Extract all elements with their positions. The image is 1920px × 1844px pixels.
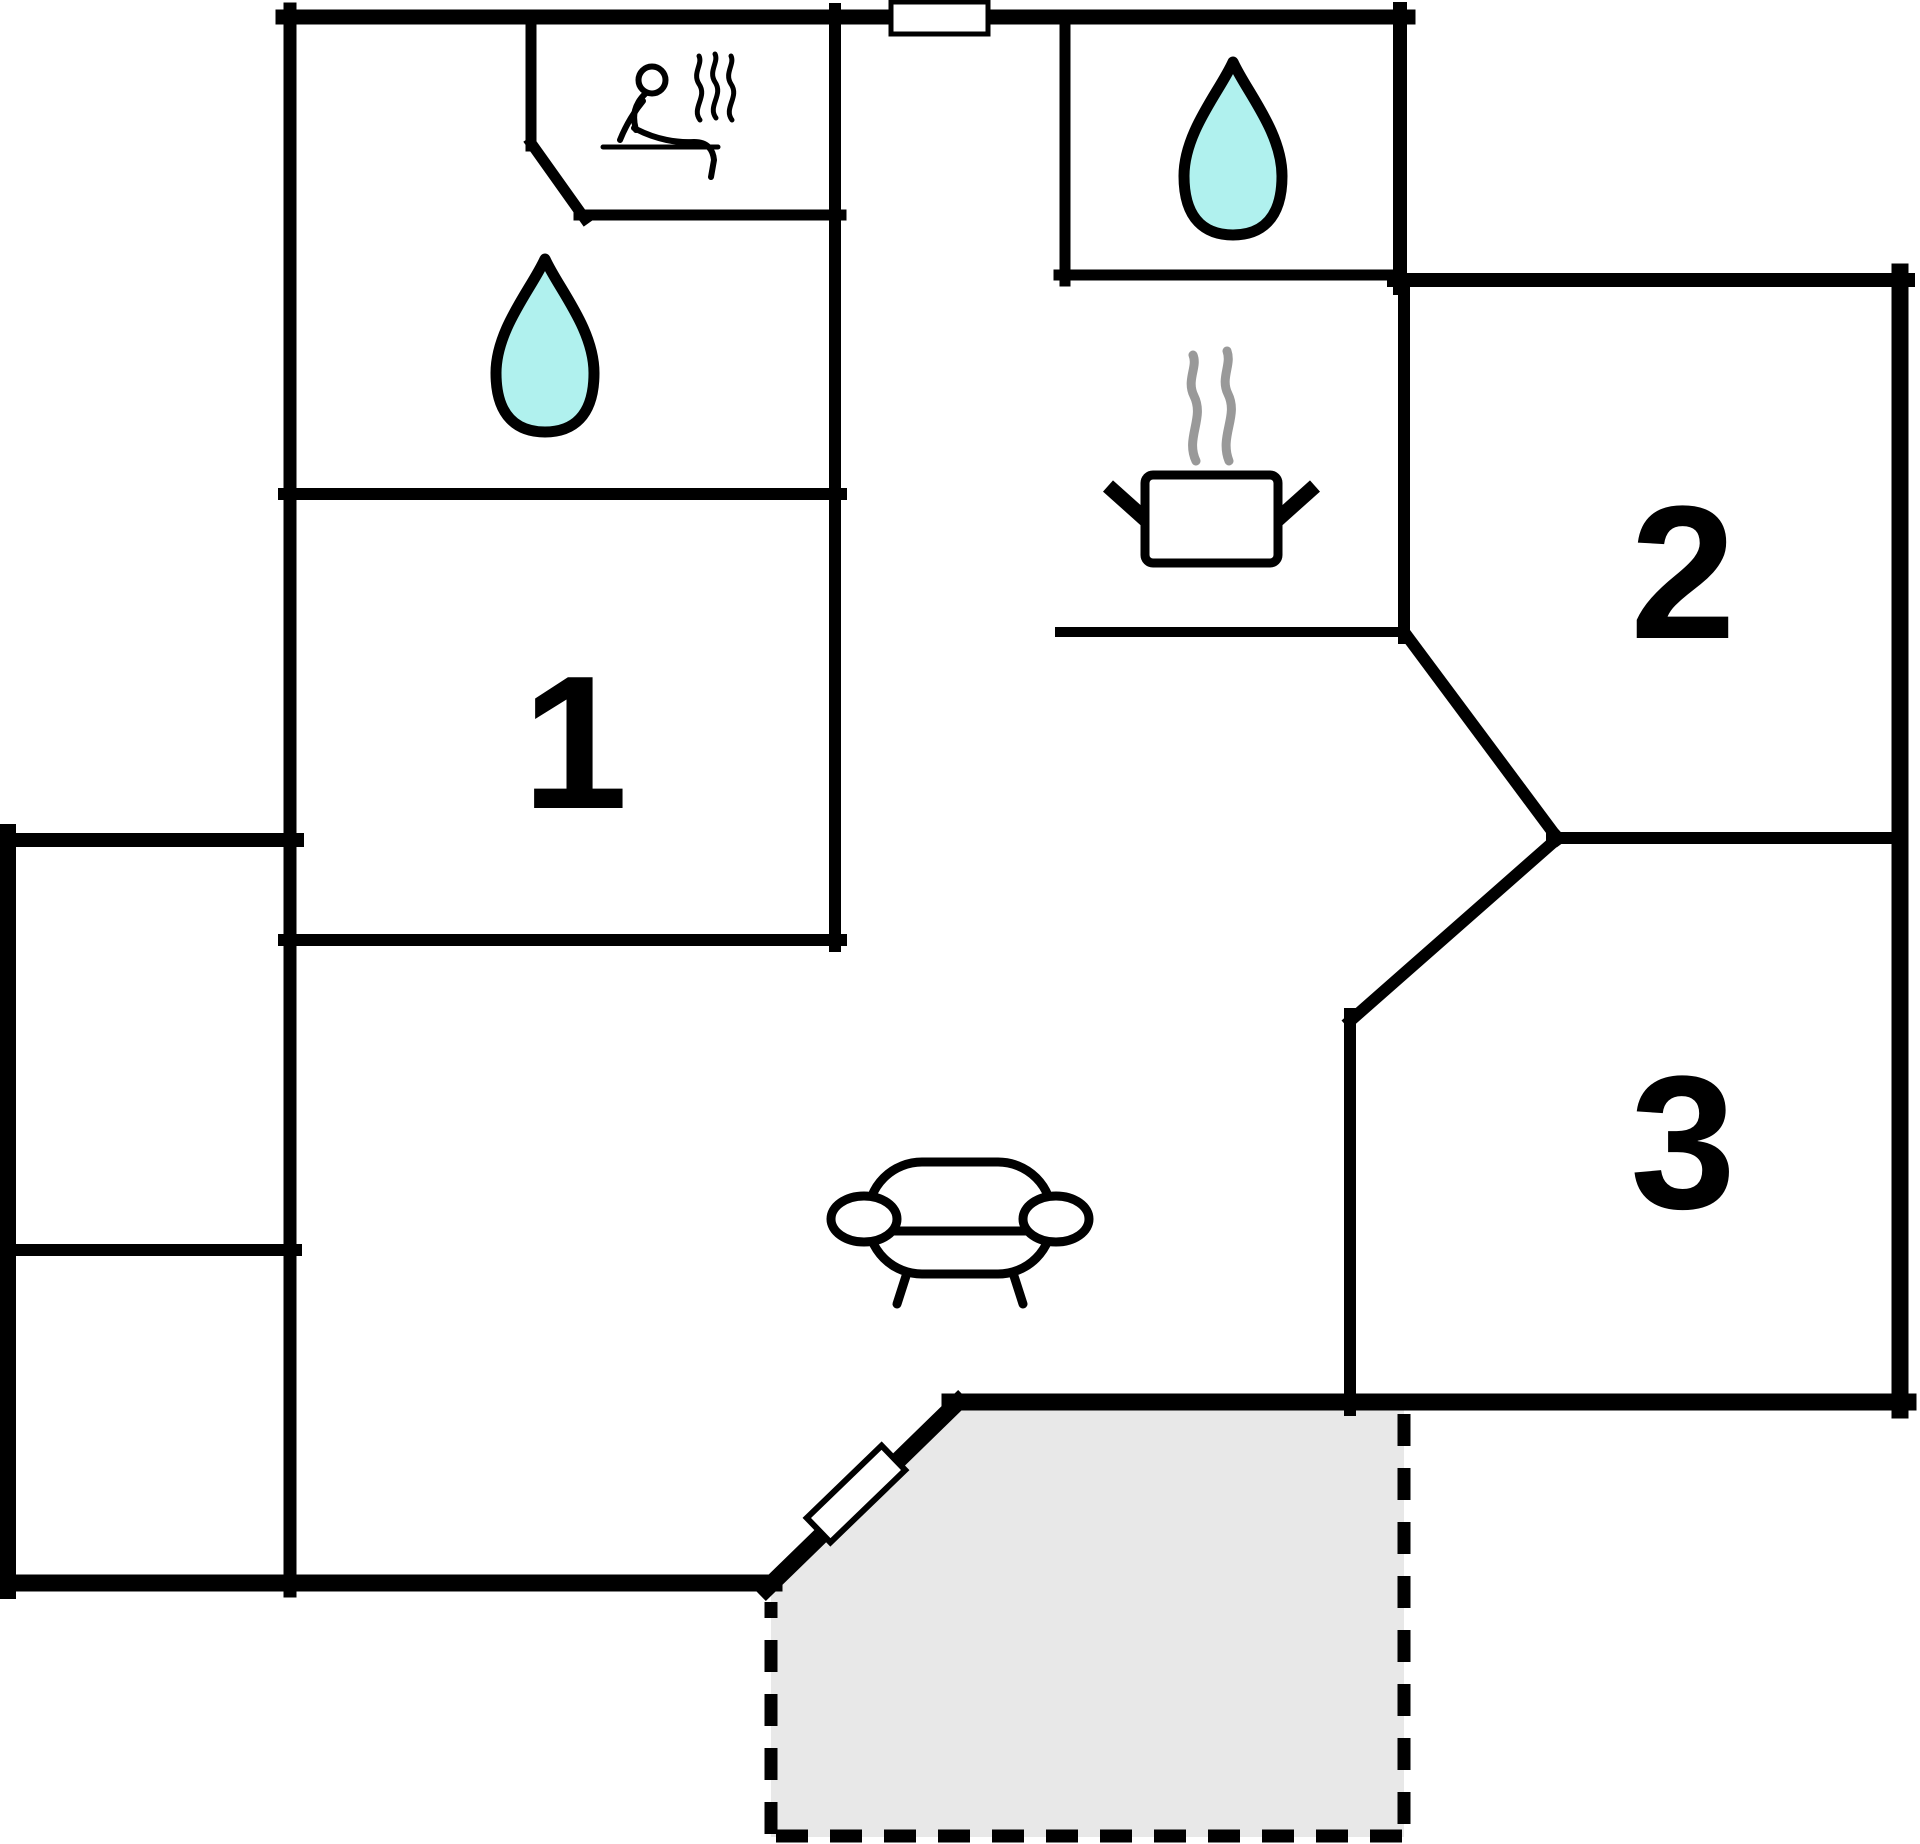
wall-diagonal-room2 <box>1395 623 1567 848</box>
sauna-steam-3 <box>726 53 737 123</box>
pot-steam <box>1186 346 1236 466</box>
sauna-steam-2 <box>710 51 721 121</box>
pot-steam-right <box>1220 346 1236 466</box>
room-3-label: 3 <box>1630 1037 1736 1249</box>
wall-diagonal-room3 <box>1341 829 1567 1030</box>
sauna-person-head <box>635 63 669 97</box>
cooking-pot-icon <box>1102 346 1321 568</box>
sauna-steam-1 <box>694 53 705 123</box>
sofa-leg-left <box>892 1271 911 1309</box>
pot-handle-left <box>1102 480 1152 526</box>
terrace-area <box>771 1409 1404 1837</box>
sauna-person-arm <box>617 98 646 143</box>
water-drop-icon-left-bathroom <box>490 253 600 438</box>
pot-body <box>1140 470 1283 568</box>
sauna-icon <box>600 51 737 180</box>
room-1-label: 1 <box>522 637 628 849</box>
wall-sauna-diagonal <box>523 135 593 227</box>
room-2-label: 2 <box>1630 467 1736 679</box>
water-drop-shape <box>490 253 600 438</box>
pot-steam-left <box>1186 350 1202 466</box>
sauna-person-legs <box>631 125 717 180</box>
sofa-icon <box>826 1157 1094 1309</box>
sofa-armrest-left <box>826 1191 902 1247</box>
entry-door-icon <box>888 0 991 37</box>
pot-handle-right <box>1271 480 1321 526</box>
terrace-door-icon <box>802 1441 910 1547</box>
water-drop-shape <box>1178 56 1288 241</box>
terrace-door-rect <box>802 1441 910 1547</box>
water-drop-icon-top-bathroom <box>1178 56 1288 241</box>
walls <box>0 2 1917 1602</box>
sofa-leg-right <box>1009 1271 1028 1309</box>
terrace-dashed-border <box>764 1414 1411 1843</box>
sofa-armrest-right <box>1018 1191 1094 1247</box>
